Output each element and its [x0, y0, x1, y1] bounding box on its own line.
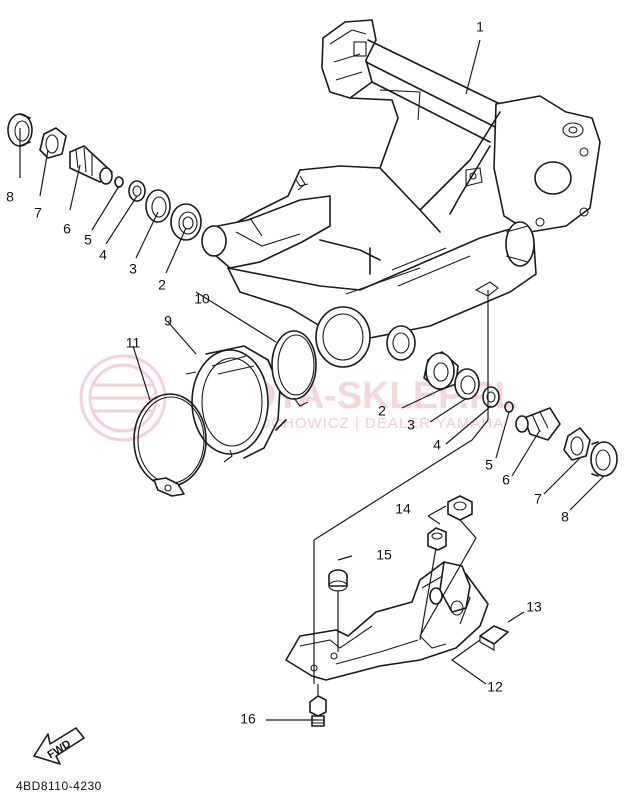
callout-3-right: 3 [407, 417, 415, 433]
collar-part-7-left[interactable] [39, 127, 67, 159]
oil-seal-part-3-right[interactable] [454, 368, 480, 400]
callout-13: 13 [526, 599, 542, 615]
band-part-10[interactable] [271, 330, 317, 407]
damper-part-14[interactable] [427, 495, 473, 551]
forward-direction-arrow: FWD [33, 727, 85, 765]
oil-seal-part-8-right[interactable] [590, 441, 618, 477]
bearing-part-2-left[interactable] [170, 203, 202, 241]
callout-2-left: 2 [158, 277, 166, 293]
callout-7-right: 7 [534, 491, 542, 507]
callout-7-left: 7 [34, 205, 42, 221]
callout-4-left: 4 [99, 247, 107, 263]
bolt-part-16[interactable] [309, 695, 327, 727]
clamp-part-11[interactable] [133, 393, 207, 497]
pad-part-13[interactable] [479, 625, 509, 651]
circlip-part-5-left[interactable] [114, 176, 124, 188]
callout-1: 1 [476, 19, 484, 35]
leader-lines-9-10-11 [132, 291, 277, 401]
callout-14: 14 [395, 501, 411, 517]
pivot-shaft-part-6-left[interactable] [69, 145, 113, 185]
callout-11: 11 [126, 335, 141, 351]
callout-9: 9 [164, 313, 172, 329]
collar-part-7-right[interactable] [563, 427, 591, 461]
callout-5-right: 5 [485, 457, 493, 473]
dust-cover-part-9[interactable] [185, 345, 287, 463]
callout-5-left: 5 [84, 232, 92, 248]
washer-part-4-right[interactable] [482, 386, 500, 408]
callout-4-right: 4 [433, 437, 441, 453]
left-bearing-stack [7, 113, 202, 274]
callout-2-right: 2 [378, 403, 386, 419]
chain-cover-part-12[interactable] [285, 561, 489, 681]
cap-part-15[interactable] [328, 569, 348, 592]
callout-10: 10 [194, 291, 210, 307]
swingarm-part-1[interactable] [201, 19, 601, 368]
callout-6-right: 6 [502, 472, 510, 488]
callout-12: 12 [487, 679, 503, 695]
oil-seal-part-3-left[interactable] [145, 189, 171, 223]
callout-15: 15 [376, 547, 392, 563]
callout-6-left: 6 [63, 221, 71, 237]
watermark-logo [79, 354, 167, 442]
assembly-leader-lines [313, 290, 489, 696]
callout-16: 16 [240, 711, 256, 727]
diagram-part-code: 4BD8110-4230 [16, 779, 102, 793]
watermark-sub-text: MOCHOWICZ | DEALER YAMAHA [245, 415, 504, 432]
callout-leader-lines [266, 39, 525, 721]
callout-8-right: 8 [561, 509, 569, 525]
right-bearing-stack [401, 351, 618, 511]
pivot-shaft-part-6-right[interactable] [515, 407, 561, 441]
callout-8-left: 8 [6, 189, 14, 205]
callout-3-left: 3 [129, 261, 137, 277]
washer-part-4-left[interactable] [128, 180, 146, 202]
bearing-part-2-right[interactable] [423, 351, 459, 391]
